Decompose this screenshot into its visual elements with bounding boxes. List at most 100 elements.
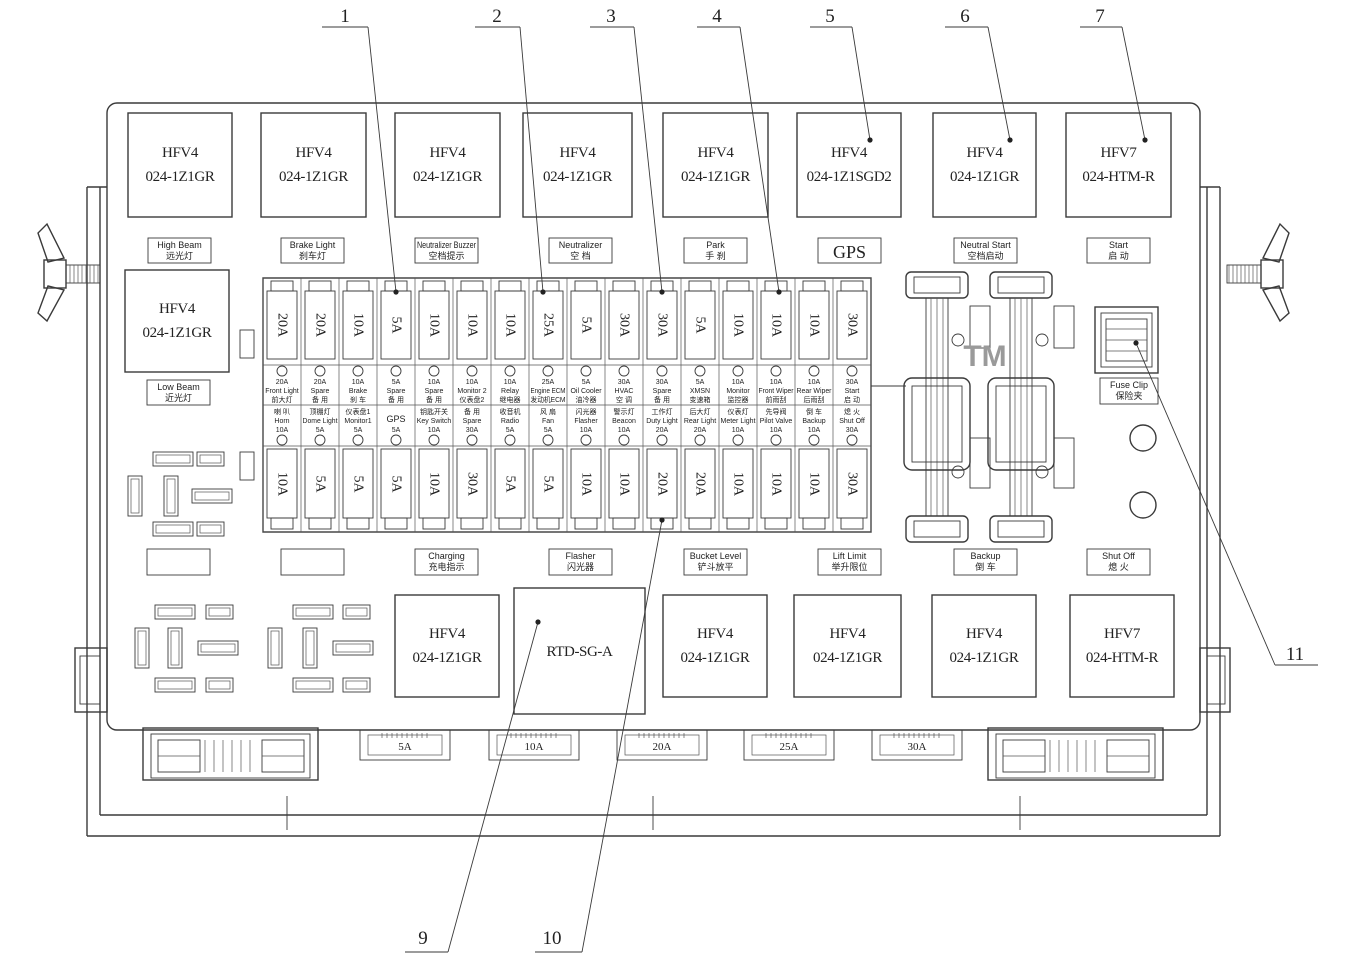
relay-body [931, 594, 1037, 698]
circuit-rating: 5A [354, 427, 363, 434]
socket-outer [196, 521, 225, 537]
connector-left [142, 727, 319, 781]
socket-outer [302, 627, 318, 669]
label-zh: 空档提示 [428, 250, 464, 261]
relay-part-number: 024-1Z1SGD2 [807, 169, 892, 185]
circuit-name-zh: 变速箱 [690, 395, 711, 404]
circuit-name-zh: 备 用 [654, 395, 670, 404]
label-zh: 刹车灯 [299, 250, 326, 261]
fuse-tab [270, 280, 294, 292]
fuse-body [836, 290, 868, 360]
label-zh: 铲斗放平 [697, 561, 733, 572]
relay-model: HFV4 [159, 301, 196, 317]
fuse-rating: 5A [579, 316, 594, 334]
circuit-name: Dome Light [303, 418, 338, 425]
terminal-hole [1035, 333, 1049, 347]
fuse-tab [764, 517, 788, 530]
wing-nut-right-icon [1226, 222, 1290, 323]
label-zh: 举升限位 [831, 561, 867, 572]
fuse-rating: 10A [731, 472, 746, 497]
circuit-name-zh: 监控器 [728, 395, 749, 404]
fuse-body [608, 290, 640, 360]
connector-right [987, 727, 1164, 781]
circuit-rating: 10A [770, 427, 783, 434]
relay-part-number: 024-1Z1GR [543, 169, 612, 185]
relay-body [662, 594, 768, 698]
fuse-tab [460, 517, 484, 530]
connector-fuse-slot [488, 729, 580, 761]
circuit-name: Engine ECM [531, 388, 566, 395]
callout-leader [519, 26, 544, 293]
fuse-rating: 10A [769, 313, 784, 338]
fuse-rating: 10A [465, 313, 480, 338]
connector-fuse-slot [616, 729, 708, 761]
relay-part-number: 024-1Z1GR [413, 169, 482, 185]
switch-cap-inner [997, 520, 1045, 538]
circuit-name: Spare [653, 388, 672, 395]
fuse-tab [726, 280, 750, 292]
fuse-terminal [694, 434, 706, 446]
circuit-rating: 20A [694, 427, 707, 434]
socket-outer [152, 521, 194, 537]
circuit-name-zh: 备 用 [388, 395, 404, 404]
circuit-name: Monitor [726, 388, 750, 395]
label-en: Neutralizer [559, 240, 603, 250]
callout-dot [1142, 137, 1148, 143]
circuit-name: Flasher [574, 418, 598, 425]
circuit-name-zh: 警示灯 [614, 407, 635, 416]
fuse-clip [1094, 306, 1159, 374]
connector-fuse-3: 20A [616, 729, 708, 761]
fuse-tab [764, 280, 788, 292]
socket [205, 604, 234, 620]
fuse-tab [270, 517, 294, 530]
fuse-tab [384, 517, 408, 530]
socket-outer [163, 475, 179, 517]
fuse-rating: 10A [731, 313, 746, 338]
relay-model: HFV4 [560, 145, 597, 161]
switch-body [987, 377, 1055, 471]
relay-body [793, 594, 902, 698]
fuse-terminal [618, 434, 630, 446]
mount-tab-left [74, 647, 108, 713]
connector-housing [987, 727, 1164, 781]
callout-leader [851, 26, 871, 141]
fuse-body [532, 290, 564, 360]
socket [152, 521, 194, 537]
label-box [548, 548, 613, 576]
fuse-rating: 10A [427, 313, 442, 338]
top-relay-4: HFV4 024-1Z1GR [522, 112, 633, 218]
circuit-name: Start [845, 388, 860, 395]
label-box [1086, 548, 1151, 576]
connector-fuse-body [624, 734, 700, 756]
callout-number: 7 [1095, 6, 1105, 27]
nut-head [1260, 259, 1284, 289]
circuit-rating: 30A [618, 379, 631, 386]
fuse-tab [726, 517, 750, 530]
circuit-name: Rear Light [684, 418, 716, 425]
circuit-name-zh: 先导阀 [766, 407, 787, 416]
circuit-name-zh: 备 用 [464, 407, 480, 416]
socket-inner [208, 680, 231, 690]
callout-6: 6 [945, 6, 1013, 143]
fuse-terminal [580, 365, 592, 377]
socket [342, 604, 371, 620]
fuse-tab [688, 280, 712, 292]
side-contact [1053, 305, 1075, 349]
fuse-tab [346, 517, 370, 530]
label-box [146, 379, 211, 406]
label-zh: 充电指示 [428, 561, 464, 572]
mount-tab-left-inner [79, 655, 101, 705]
